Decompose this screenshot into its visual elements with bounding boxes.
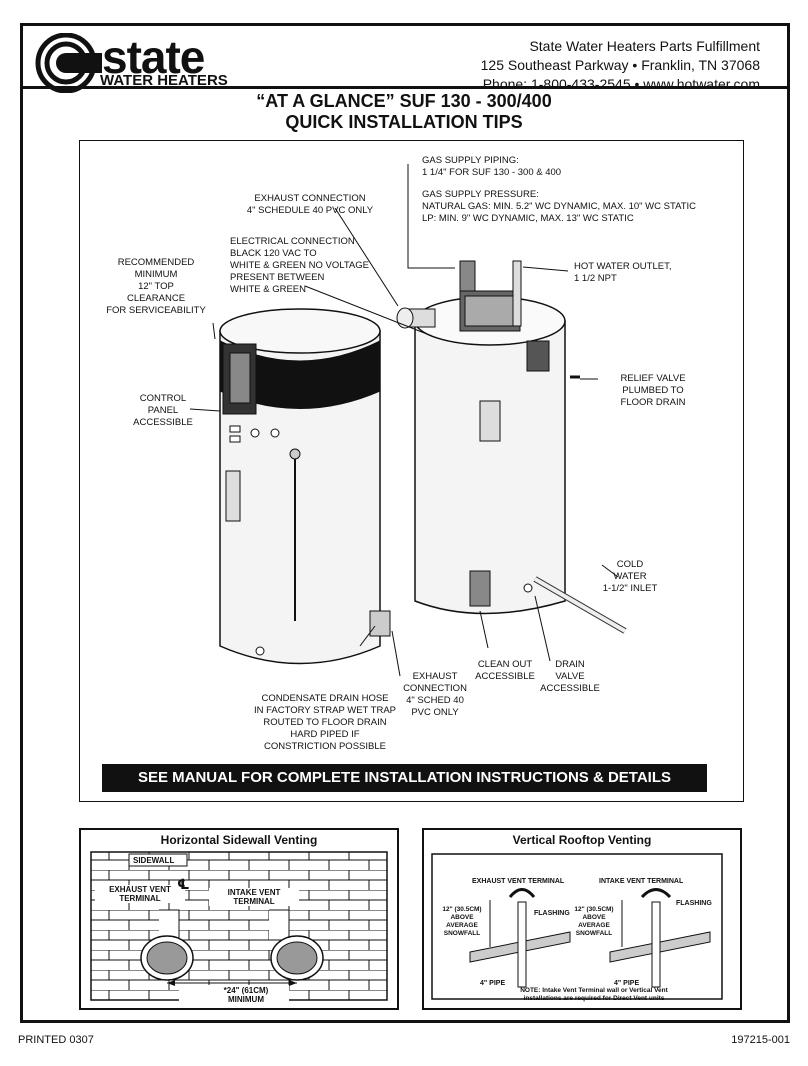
intake-vent-terminal-label-vertical: INTAKE VENT TERMINAL (599, 878, 684, 885)
part-number: 197215-001 (731, 1034, 790, 1046)
condensate-drain-label: CONDENSATE DRAIN HOSE IN FACTORY STRAP W… (253, 693, 396, 752)
pipe-label-right: 4" PIPE (614, 980, 640, 987)
flashing-label-right: FLASHING (676, 900, 712, 907)
vertical-venting-panel: Vertical Rooftop Venting EXHAUST VENT TE… (422, 828, 742, 1010)
company-name: State Water Heaters Parts Fulfillment (529, 38, 760, 54)
left-heater (219, 308, 391, 665)
clean-out-label: CLEAN OUT ACCESSIBLE (475, 659, 535, 682)
manual-banner: SEE MANUAL FOR COMPLETE INSTALLATION INS… (102, 764, 707, 792)
printed-date: PRINTED 0307 (18, 1034, 94, 1046)
flashing-label-left: FLASHING (534, 910, 570, 917)
state-logo-icon (35, 33, 102, 93)
rooftop-illustration (431, 853, 723, 1000)
company-address: 125 Southeast Parkway • Franklin, TN 370… (480, 57, 760, 73)
clearance-label: RECOMMENDED MINIMUM 12" TOP CLEARANCE FO… (106, 257, 206, 316)
snowfall-label-right: 12" (30.5cm) ABOVE AVERAGE SNOWFALL (574, 906, 614, 937)
vent-note: NOTE: Intake Vent Terminal wall or Verti… (520, 987, 668, 1002)
hot-water-outlet-label: HOT WATER OUTLET, 1 1/2 NPT (574, 261, 672, 284)
exhaust-vent-terminal-label: EXHAUST VENT TERMINAL (95, 885, 185, 903)
intake-vent-terminal-label: INTAKE VENT TERMINAL (209, 888, 299, 906)
vertical-venting-title: Vertical Rooftop Venting (512, 833, 652, 847)
title-line-2: QUICK INSTALLATION TIPS (285, 112, 523, 132)
brick-wall-illustration (90, 851, 388, 1001)
exhaust-connection-label: EXHAUST CONNECTION 4" SCHEDULE 40 PVC ON… (246, 193, 374, 216)
exhaust-vent-terminal-label-vertical: EXHAUST VENT TERMINAL (472, 878, 565, 885)
snowfall-label-left: 12" (30.5cm) ABOVE AVERAGE SNOWFALL (442, 906, 482, 937)
gas-supply-piping-label: GAS SUPPLY PIPING: 1 1/4" FOR SUF 130 - … (422, 155, 562, 178)
horizontal-venting-panel: Horizontal Sidewall Venting SIDEWALL EXH… (79, 828, 399, 1010)
centerline-symbol: ℄ (177, 876, 190, 892)
header-rule (20, 86, 790, 89)
brand-subtitle: WATER HEATERS (100, 72, 228, 89)
horizontal-venting-title: Horizontal Sidewall Venting (160, 833, 318, 847)
sidewall-label: SIDEWALL (133, 856, 175, 865)
spacing-label: *24" (61cm) MINIMUM (223, 986, 269, 1004)
relief-valve-label: RELIEF VALVE PLUMBED TO FLOOR DRAIN (620, 373, 686, 408)
water-heater-illustration (189, 164, 627, 677)
gas-supply-pressure-label: GAS SUPPLY PRESSURE: NATURAL GAS: MIN. 5… (422, 189, 697, 224)
installation-diagram: GAS SUPPLY PIPING: 1 1/4" FOR SUF 130 - … (79, 140, 744, 802)
page-border (20, 23, 790, 1023)
control-panel-label: CONTROL PANEL ACCESSIBLE (133, 393, 193, 428)
cold-water-label: COLD WATER 1-1/2" INLET (602, 559, 658, 594)
drain-valve-label: DRAIN VALVE ACCESSIBLE (540, 659, 600, 694)
title-line-1: “AT A GLANCE” SUF 130 - 300/400 (256, 91, 552, 111)
exhaust-sched-label: EXHAUST CONNECTION 4" SCHED 40 PVC ONLY (403, 671, 467, 718)
leader-lines (189, 164, 619, 677)
electrical-connection-label: ELECTRICAL CONNECTION BLACK 120 VAC TO W… (230, 236, 369, 295)
brand-word: state (102, 31, 205, 83)
right-heater (396, 260, 627, 634)
pipe-label-left: 4" PIPE (480, 980, 506, 987)
